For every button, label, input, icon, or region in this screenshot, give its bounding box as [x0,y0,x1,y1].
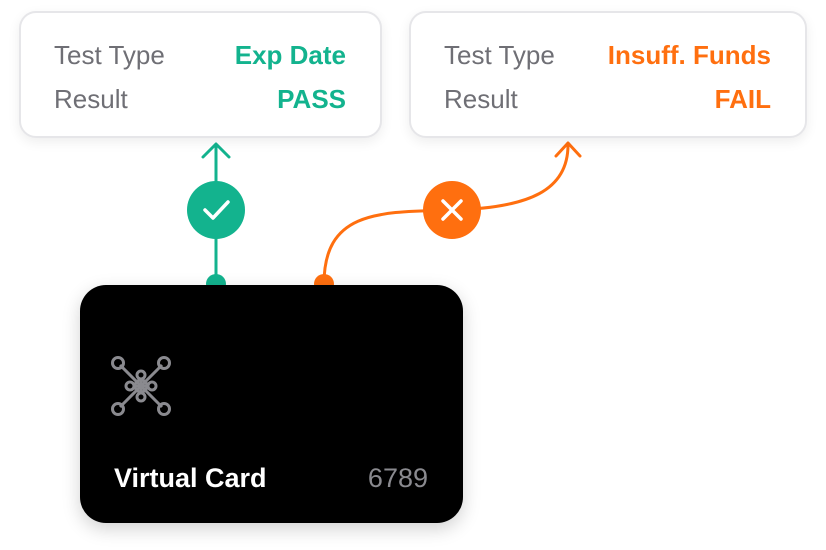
test-type-row: Test Type Exp Date [54,40,346,70]
check-icon [203,200,230,220]
card-number: 6789 [367,463,428,493]
test-type-label: Test Type [54,40,165,70]
result-row: Result FAIL [444,84,771,114]
card-name: Virtual Card [114,463,267,493]
fail-arrowhead [554,141,582,158]
fail-status-badge [423,181,481,239]
network-nodes-icon [111,356,171,416]
result-row: Result PASS [54,84,346,114]
virtual-card: Virtual Card 6789 [80,285,463,523]
test-result-card-fail: Test Type Insuff. Funds Result FAIL [409,11,807,138]
test-type-row: Test Type Insuff. Funds [444,40,771,70]
test-type-label: Test Type [444,40,555,70]
test-type-value: Insuff. Funds [607,40,771,70]
result-value: PASS [277,84,346,114]
result-label: Result [54,84,128,114]
x-icon [441,199,463,221]
pass-status-badge [187,181,245,239]
test-result-card-pass: Test Type Exp Date Result PASS [19,11,382,138]
result-label: Result [444,84,518,114]
pass-arrowhead [201,142,231,159]
result-value: FAIL [714,84,771,114]
test-type-value: Exp Date [234,40,346,70]
